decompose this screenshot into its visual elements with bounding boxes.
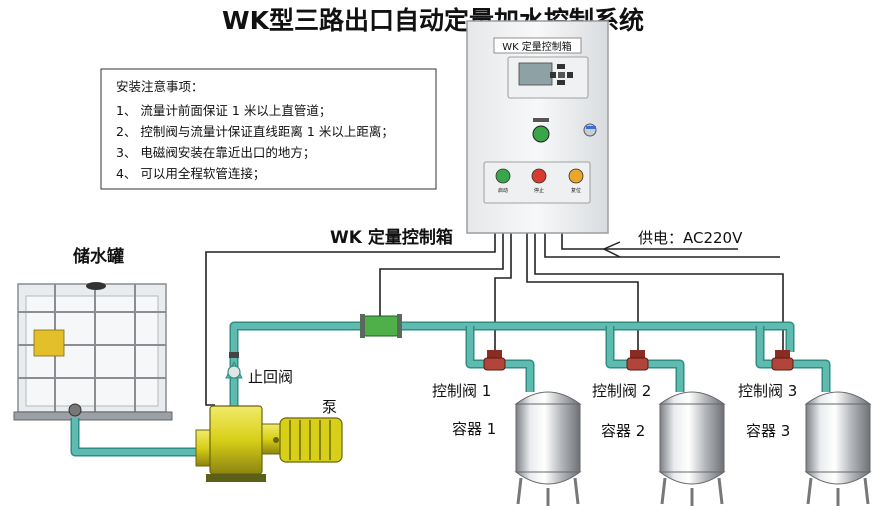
flow-meter bbox=[360, 314, 402, 338]
control-valve-3 bbox=[771, 350, 794, 371]
container-3-label: 容器 3 bbox=[746, 422, 790, 440]
notes-heading: 安装注意事项： bbox=[116, 79, 204, 94]
stop-button-label: 停止 bbox=[534, 187, 544, 194]
check-valve bbox=[225, 352, 243, 379]
pump bbox=[195, 405, 343, 482]
stop-button[interactable] bbox=[531, 168, 547, 184]
reset-button[interactable] bbox=[568, 168, 584, 184]
control-box: WK 定量控制箱 启动 停止 复位 bbox=[466, 20, 609, 234]
key-ok-icon bbox=[558, 72, 565, 78]
control-box-plate: WK 定量控制箱 bbox=[502, 40, 572, 53]
installation-notes: 安装注意事项： 1、 流量计前面保证 1 米以上直管道； 2、 控制阀与流量计保… bbox=[100, 68, 437, 190]
run-indicator bbox=[532, 125, 550, 143]
key-left-icon bbox=[550, 72, 556, 78]
container-3 bbox=[804, 391, 872, 506]
signal-wires bbox=[205, 233, 784, 406]
tank-label: 储水罐 bbox=[73, 246, 124, 267]
note-item-4: 4、 可以用全程软管连接； bbox=[116, 166, 265, 181]
start-button[interactable] bbox=[495, 168, 511, 184]
key-up-icon bbox=[557, 64, 565, 69]
container-1 bbox=[514, 391, 582, 506]
control-box-label: WK 定量控制箱 bbox=[330, 227, 453, 248]
key-down-icon bbox=[557, 80, 565, 85]
check-valve-label: 止回阀 bbox=[248, 368, 293, 386]
tank-label-plate bbox=[33, 329, 65, 357]
power-arrow bbox=[602, 241, 621, 258]
container-1-label: 容器 1 bbox=[452, 420, 496, 438]
power-supply-label: 供电：AC220V bbox=[638, 229, 743, 247]
water-tank bbox=[13, 282, 173, 421]
lcd-screen bbox=[518, 62, 553, 86]
emergency-key-icon bbox=[583, 123, 597, 137]
note-item-3: 3、 电磁阀安装在靠近出口的地方； bbox=[116, 145, 315, 160]
control-valve-1 bbox=[483, 350, 506, 371]
control-valve-3-label: 控制阀 3 bbox=[738, 382, 797, 400]
control-valve-1-label: 控制阀 1 bbox=[432, 382, 491, 400]
key-right-icon bbox=[567, 72, 573, 78]
container-2 bbox=[658, 391, 726, 506]
reset-button-label: 复位 bbox=[571, 187, 581, 194]
control-valve-2 bbox=[626, 350, 649, 371]
start-button-label: 启动 bbox=[498, 187, 508, 194]
tank-cap-icon bbox=[86, 282, 106, 290]
note-item-2: 2、 控制阀与流量计保证直线距离 1 米以上距离； bbox=[116, 124, 394, 139]
note-item-1: 1、 流量计前面保证 1 米以上直管道； bbox=[116, 103, 331, 118]
tank-outlet-valve-icon bbox=[68, 403, 82, 417]
control-valve-2-label: 控制阀 2 bbox=[592, 382, 651, 400]
container-2-label: 容器 2 bbox=[601, 422, 645, 440]
pump-label: 泵 bbox=[322, 398, 337, 416]
